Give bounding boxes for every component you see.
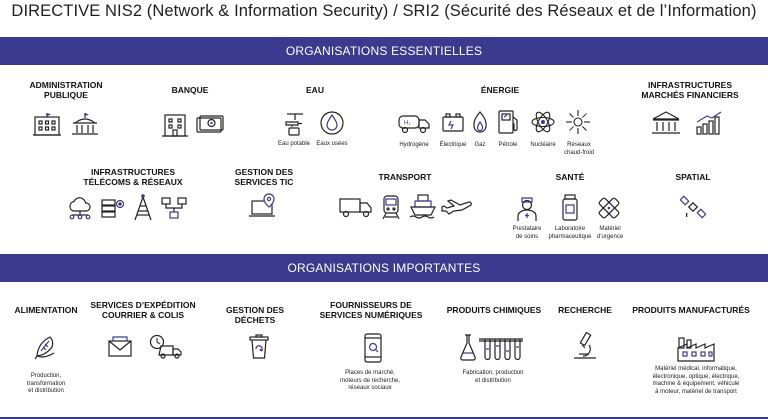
label-gestion-tic: GESTION DES SERVICES TIC bbox=[234, 167, 294, 187]
label-numeriques: FOURNISSEURS DE SERVICES NUMÉRIQUES bbox=[319, 300, 423, 320]
svg-text:H₂: H₂ bbox=[404, 121, 411, 127]
factory-icon bbox=[676, 334, 716, 362]
antenna-tower-icon bbox=[132, 193, 154, 221]
microscope-icon bbox=[571, 331, 599, 361]
label-infra-financiers: INFRASTRUCTURES MARCHÉS FINANCIERS bbox=[641, 80, 739, 100]
label-manufactures: PRODUITS MANUFACTURÉS bbox=[632, 305, 750, 315]
label-dechets: GESTION DES DÉCHETS bbox=[225, 305, 285, 325]
medicine-bottle-icon bbox=[559, 194, 581, 222]
caption-manufactures: Matériel médical, informatique, électron… bbox=[652, 366, 740, 395]
envelope-icon bbox=[108, 336, 134, 358]
corn-icon bbox=[32, 333, 60, 361]
label-administration: ADMINISTRATION PUBLIQUE bbox=[29, 80, 103, 100]
label-banque: BANQUE bbox=[171, 85, 209, 95]
caption-gaz: Gaz bbox=[474, 142, 486, 148]
server-gear-icon bbox=[100, 196, 126, 220]
train-icon bbox=[381, 194, 401, 220]
label-chimiques: PRODUITS CHIMIQUES bbox=[446, 305, 542, 315]
government-building-icon bbox=[33, 113, 61, 137]
label-recherche: RECHERCHE bbox=[558, 305, 612, 315]
caption-electrique: Électrique bbox=[439, 142, 467, 148]
page-title: DIRECTIVE NIS2 (Network & Information Se… bbox=[11, 2, 757, 20]
satellite-icon bbox=[680, 194, 706, 220]
gas-flame-icon bbox=[471, 111, 489, 135]
recycling-bin-icon bbox=[248, 334, 270, 360]
fuel-pump-icon bbox=[497, 109, 519, 135]
smartphone-icon bbox=[363, 333, 383, 363]
label-energie: ÉNERGIE bbox=[480, 85, 520, 95]
nuclear-atom-icon bbox=[530, 109, 556, 135]
label-infra-telecoms: INFRASTRUCTURES TÉLÉCOMS & RÉSEAUX bbox=[83, 167, 183, 187]
bandage-cross-icon bbox=[597, 196, 621, 220]
caption-eau-potable: Eau potable bbox=[277, 141, 311, 147]
caption-alimentation: Production, transformation et distributi… bbox=[26, 373, 66, 394]
ship-icon bbox=[409, 193, 437, 219]
caption-reseaux-chaud-froid: Réseaux chaud-froid bbox=[563, 142, 595, 156]
caption-nucleaire: Nucléaire bbox=[530, 142, 556, 148]
hydrogen-truck-icon: H₂ bbox=[398, 112, 430, 134]
water-tap-icon bbox=[283, 110, 307, 136]
caption-hydrogene: Hydrogène bbox=[399, 142, 429, 148]
airplane-icon bbox=[440, 196, 474, 218]
caption-petrole: Pétrole bbox=[498, 142, 518, 148]
network-diagram-icon bbox=[160, 196, 188, 220]
growth-chart-icon bbox=[695, 110, 723, 136]
fast-delivery-truck-icon bbox=[147, 334, 183, 360]
label-expedition: SERVICES D’EXPÉDITION COURRIER & COLIS bbox=[90, 300, 196, 320]
truck-icon bbox=[339, 196, 373, 218]
label-transport: TRANSPORT bbox=[378, 172, 432, 182]
section-band-important: ORGANISATIONS IMPORTANTES bbox=[0, 254, 768, 282]
laptop-location-icon bbox=[249, 193, 277, 219]
heating-cooling-network-icon bbox=[565, 109, 591, 135]
label-sante: SANTÉ bbox=[555, 172, 585, 182]
label-eau: EAU bbox=[306, 85, 324, 95]
bank-building-icon bbox=[162, 112, 188, 138]
section-band-essential: ORGANISATIONS ESSENTIELLES bbox=[0, 37, 768, 65]
caption-prestataire: Prestataire de soins bbox=[512, 226, 542, 240]
caption-eaux-usees: Eaux usées bbox=[316, 141, 348, 147]
stock-exchange-icon bbox=[651, 110, 681, 136]
caption-numeriques: Places de marché, moteurs de recherche, … bbox=[339, 370, 401, 391]
nurse-icon bbox=[516, 194, 538, 222]
bottom-rule bbox=[0, 417, 768, 419]
battery-icon bbox=[441, 113, 465, 133]
caption-laboratoire: Laboratoire pharmaceutique bbox=[548, 226, 592, 240]
label-alimentation: ALIMENTATION bbox=[14, 305, 78, 315]
chemistry-flask-icon bbox=[459, 333, 525, 361]
water-drop-icon bbox=[319, 108, 345, 136]
caption-chimiques: Fabrication, production et distribution bbox=[462, 370, 524, 384]
city-hall-icon bbox=[71, 113, 99, 137]
banknotes-icon bbox=[196, 115, 224, 135]
label-spatial: SPATIAL bbox=[675, 172, 711, 182]
cloud-network-icon bbox=[66, 196, 94, 220]
caption-materiel-urgence: Matériel d’urgence bbox=[596, 226, 624, 240]
